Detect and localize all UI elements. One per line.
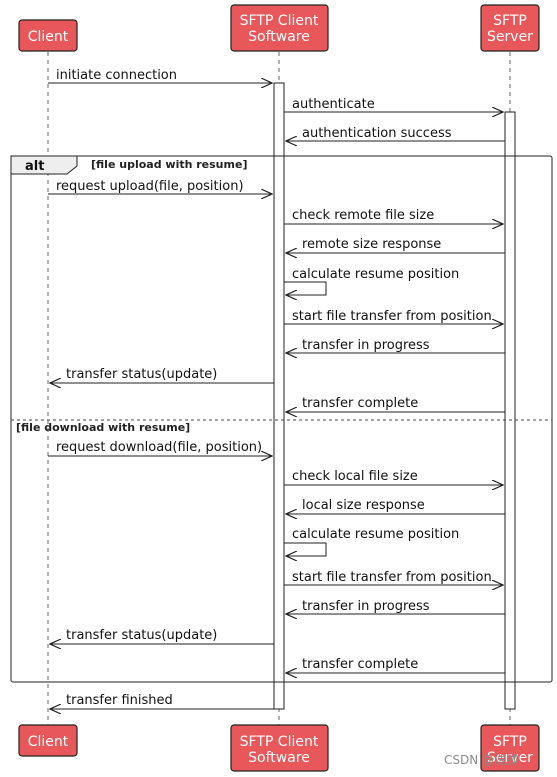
- svg-text:transfer status(update): transfer status(update): [66, 628, 217, 643]
- svg-text:calculate resume position: calculate resume position: [292, 267, 459, 282]
- svg-text:check remote file size: check remote file size: [292, 208, 434, 223]
- svg-text:start file transfer from posit: start file transfer from position: [292, 309, 492, 324]
- svg-text:SFTP: SFTP: [493, 734, 527, 750]
- svg-text:request upload(file, position): request upload(file, position): [56, 179, 244, 194]
- svg-text:check local file size: check local file size: [292, 469, 418, 484]
- participant-client-top: Client: [18, 19, 78, 52]
- svg-text:Server: Server: [487, 750, 533, 766]
- svg-text:transfer complete: transfer complete: [302, 396, 418, 411]
- svg-text:transfer status(update): transfer status(update): [66, 367, 217, 382]
- message-start-transfer-download: start file transfer from position: [284, 570, 503, 585]
- message-remote-size-response: remote size response: [286, 237, 505, 253]
- message-authentication-success: authentication success: [286, 126, 505, 141]
- alt-operator: alt: [25, 159, 44, 174]
- svg-text:request download(file, positio: request download(file, position): [56, 440, 262, 455]
- svg-text:Client: Client: [28, 734, 69, 750]
- message-check-remote-file-size: check remote file size: [284, 208, 503, 224]
- svg-text:start file transfer from posit: start file transfer from position: [292, 570, 492, 585]
- message-transfer-finished: transfer finished: [50, 693, 274, 709]
- message-request-download: request download(file, position): [48, 440, 272, 456]
- alt-fragment: [10, 155, 553, 683]
- message-local-size-response: local size response: [286, 498, 505, 514]
- message-transfer-progress-download: transfer in progress: [286, 599, 505, 614]
- svg-text:transfer in progress: transfer in progress: [302, 338, 430, 353]
- svg-text:transfer in progress: transfer in progress: [302, 599, 430, 614]
- activation-sftp-client: [273, 82, 285, 710]
- participant-sftp-server-bottom: SFTP Server: [480, 724, 540, 772]
- svg-text:Server: Server: [487, 29, 533, 45]
- message-initiate-connection: initiate connection: [48, 68, 272, 83]
- svg-text:transfer finished: transfer finished: [66, 693, 173, 708]
- activation-sftp-server: [504, 111, 516, 710]
- message-transfer-complete-download: transfer complete: [286, 657, 505, 673]
- message-transfer-status-download: transfer status(update): [50, 628, 274, 644]
- message-transfer-progress-upload: transfer in progress: [286, 338, 505, 353]
- message-transfer-complete-upload: transfer complete: [286, 396, 505, 412]
- svg-text:local size response: local size response: [302, 498, 425, 513]
- message-authenticate: authenticate: [284, 97, 503, 112]
- message-calculate-resume-download: calculate resume position: [284, 527, 459, 556]
- svg-text:Software: Software: [248, 29, 310, 45]
- participant-sftp-client-bottom: SFTP Client Software: [230, 724, 329, 772]
- svg-text:transfer complete: transfer complete: [302, 657, 418, 672]
- message-calculate-resume-upload: calculate resume position: [284, 267, 459, 295]
- alt-guard-download: [file download with resume]: [16, 421, 190, 434]
- svg-text:Client: Client: [28, 29, 69, 45]
- participant-sftp-client-top: SFTP Client Software: [230, 4, 329, 52]
- svg-text:authentication success: authentication success: [302, 126, 452, 141]
- message-start-transfer-upload: start file transfer from position: [284, 309, 503, 324]
- svg-text:authenticate: authenticate: [292, 97, 375, 112]
- message-transfer-status-upload: transfer status(update): [50, 367, 274, 383]
- svg-text:Software: Software: [248, 750, 310, 766]
- alt-fragment-tab: [10, 155, 78, 175]
- watermark: CSDN @洗脚: [444, 752, 518, 767]
- alt-guard-upload: [file upload with resume]: [91, 158, 247, 171]
- participant-client-bottom: Client: [18, 724, 78, 757]
- svg-text:calculate resume position: calculate resume position: [292, 527, 459, 542]
- svg-text:initiate connection: initiate connection: [56, 68, 177, 83]
- message-check-local-file-size: check local file size: [284, 469, 503, 485]
- svg-text:SFTP: SFTP: [493, 13, 527, 29]
- svg-text:SFTP Client: SFTP Client: [240, 734, 319, 750]
- message-request-upload: request upload(file, position): [48, 179, 272, 194]
- svg-text:SFTP Client: SFTP Client: [240, 13, 319, 29]
- svg-text:remote size response: remote size response: [302, 237, 441, 252]
- participant-sftp-server-top: SFTP Server: [480, 4, 540, 52]
